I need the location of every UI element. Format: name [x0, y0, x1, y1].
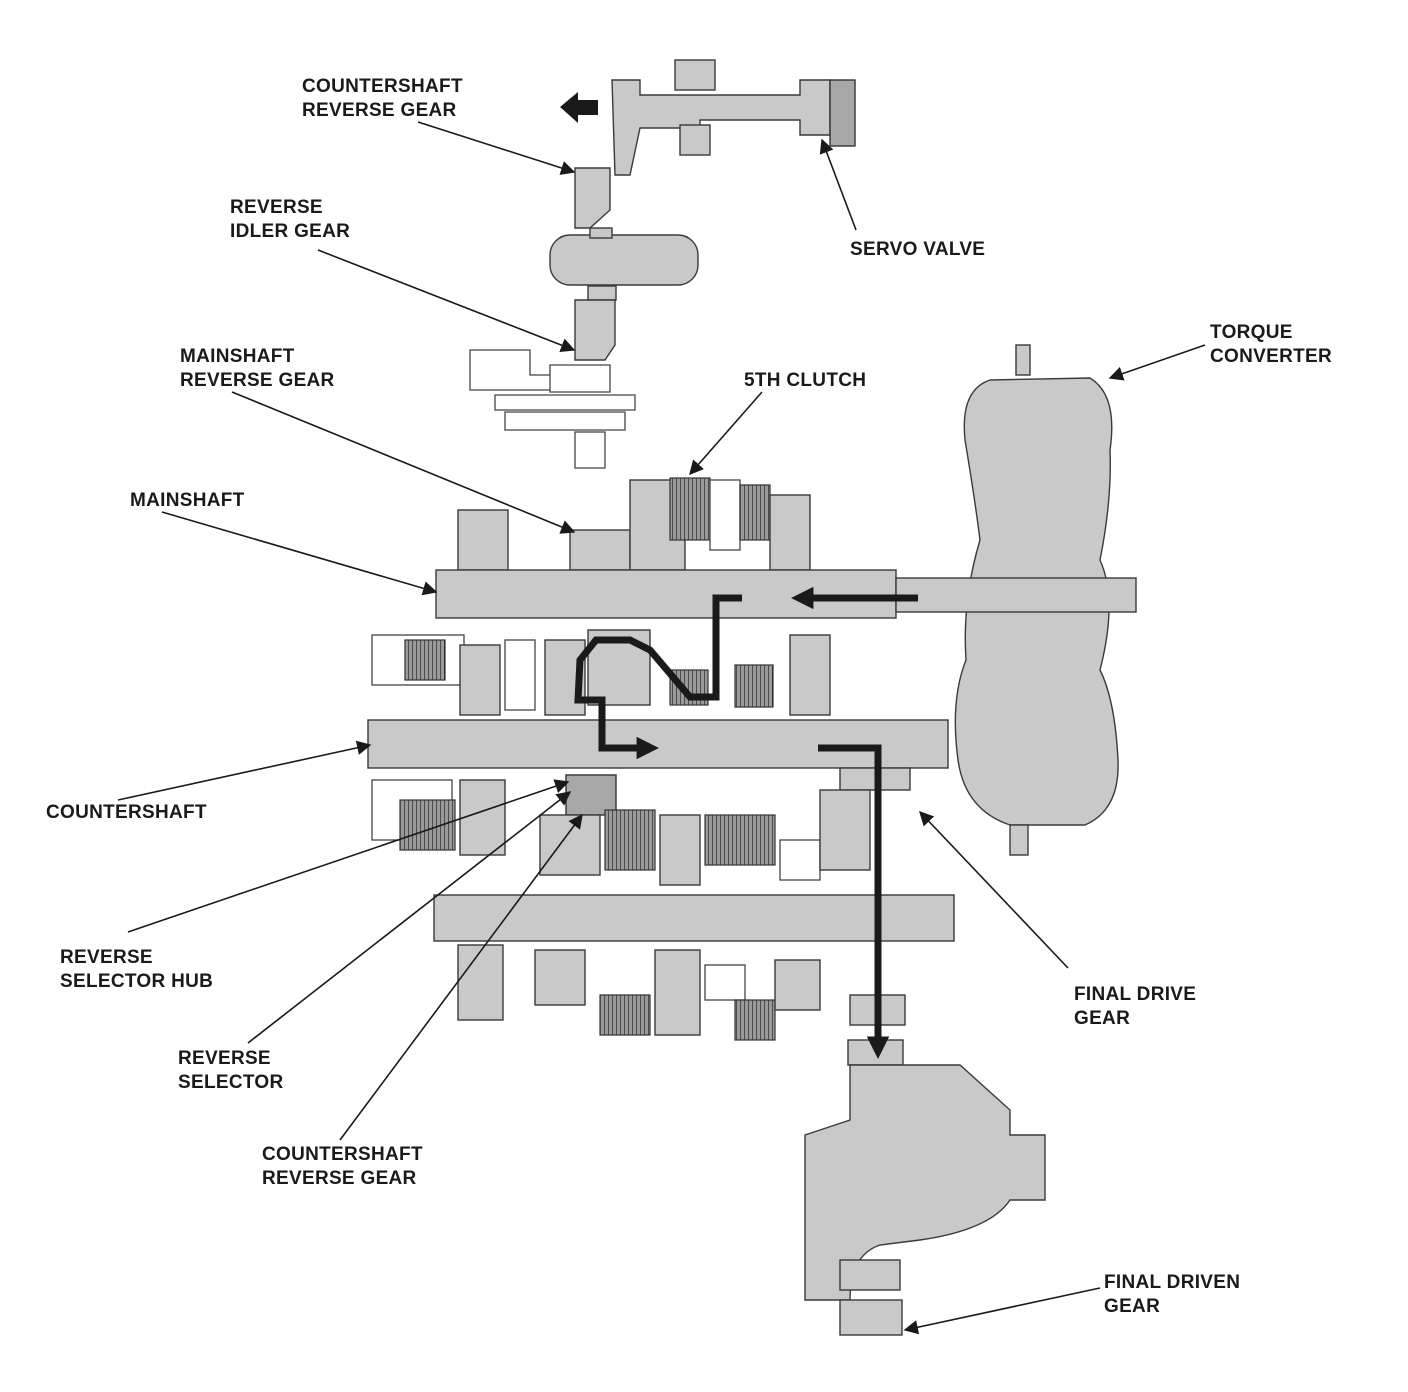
label-countershaft-reverse-gear-top: COUNTERSHAFT REVERSE GEAR: [302, 76, 463, 121]
label-mainshaft-reverse-gear: MAINSHAFT REVERSE GEAR: [180, 346, 335, 391]
label-text: REVERSE GEAR: [302, 100, 457, 121]
label-text: SERVO VALVE: [850, 239, 985, 260]
label-text: CONVERTER: [1210, 346, 1332, 367]
label-reverse-selector: REVERSE SELECTOR: [178, 1048, 284, 1093]
label-countershaft-reverse-gear-bottom: COUNTERSHAFT REVERSE GEAR: [262, 1144, 423, 1189]
countershaft-shaft: [367, 719, 949, 791]
label-torque-converter: TORQUE CONVERTER: [1210, 322, 1332, 367]
power-flow-path: [574, 586, 918, 1059]
label-servo-valve: SERVO VALVE: [850, 239, 985, 260]
label-reverse-selector-hub: REVERSE SELECTOR HUB: [60, 947, 213, 992]
servo-assembly: [469, 59, 856, 469]
label-text: MAINSHAFT: [130, 490, 245, 511]
label-text: COUNTERSHAFT: [302, 76, 463, 97]
label-text: REVERSE GEAR: [180, 370, 335, 391]
label-text: IDLER GEAR: [230, 221, 350, 242]
label-text: REVERSE: [60, 947, 153, 968]
label-text: TORQUE: [1210, 322, 1293, 343]
label-5th-clutch: 5TH CLUTCH: [744, 370, 866, 391]
label-text: SELECTOR: [178, 1072, 284, 1093]
final-drive-assembly: [804, 994, 1046, 1336]
label-text: REVERSE: [230, 197, 323, 218]
label-text: COUNTERSHAFT: [262, 1144, 423, 1165]
label-text: SELECTOR HUB: [60, 971, 213, 992]
label-text: FINAL DRIVEN: [1104, 1272, 1240, 1293]
upper-gear-stack: [457, 477, 811, 571]
lower-gear-stack: [371, 774, 871, 886]
label-mainshaft: MAINSHAFT: [130, 490, 245, 511]
label-final-drive-gear: FINAL DRIVE GEAR: [1074, 984, 1196, 1029]
servo-direction-arrow: [560, 92, 598, 123]
label-text: COUNTERSHAFT: [46, 802, 207, 823]
leader-lines: [117, 121, 1206, 1335]
label-text: REVERSE GEAR: [262, 1168, 417, 1189]
label-text: MAINSHAFT: [180, 346, 295, 367]
label-reverse-idler-gear: REVERSE IDLER GEAR: [230, 197, 350, 242]
label-final-driven-gear: FINAL DRIVEN GEAR: [1104, 1272, 1240, 1317]
label-text: 5TH CLUTCH: [744, 370, 866, 391]
secondary-shaft: [433, 894, 955, 942]
label-text: REVERSE: [178, 1048, 271, 1069]
label-text: GEAR: [1104, 1296, 1160, 1317]
bottom-gear-stack: [457, 944, 821, 1041]
label-text: FINAL DRIVE: [1074, 984, 1196, 1005]
mainshaft-shaft: [435, 569, 1137, 619]
label-countershaft: COUNTERSHAFT: [46, 802, 207, 823]
label-text: GEAR: [1074, 1008, 1130, 1029]
